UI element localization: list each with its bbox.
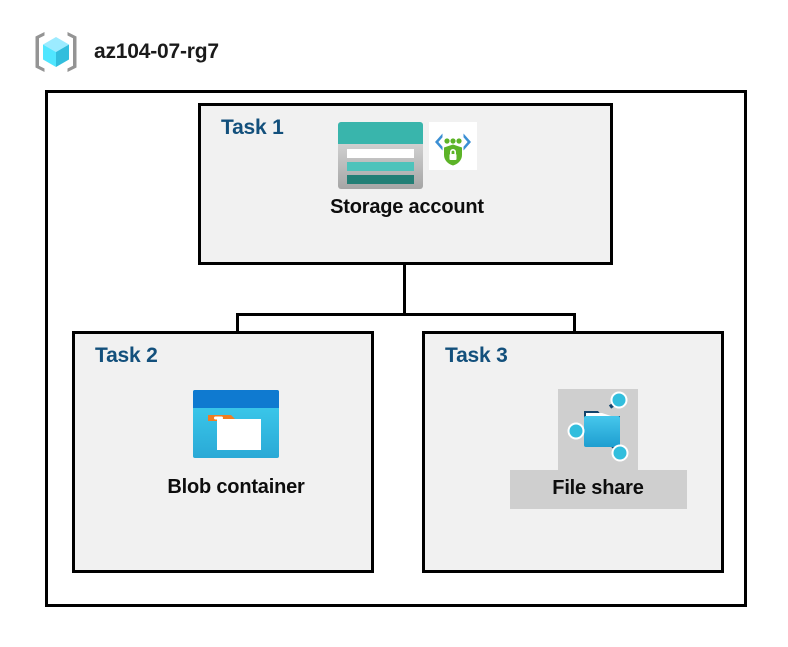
node-caption-blob-container: Blob container xyxy=(167,476,305,498)
storage-account-icon-row xyxy=(337,122,477,194)
node-file-share[interactable]: File share xyxy=(498,389,698,509)
storage-account-icon xyxy=(337,122,423,194)
connector-task1-stem xyxy=(403,265,406,316)
task-label-task3: Task 3 xyxy=(445,344,508,367)
task-label-task1: Task 1 xyxy=(221,116,284,139)
node-blob-container[interactable]: Blob container xyxy=(150,390,322,499)
file-share-icon xyxy=(562,391,634,468)
node-storage-account[interactable]: Storage account xyxy=(262,122,552,219)
resource-group-name: az104-07-rg7 xyxy=(94,40,219,63)
blob-container-icon xyxy=(193,390,279,463)
connector-branch-bar xyxy=(236,313,576,316)
task-label-task2: Task 2 xyxy=(95,344,158,367)
secure-code-shield-icon xyxy=(428,122,477,175)
resource-group-header: az104-07-rg7 xyxy=(32,28,219,76)
resource-group-boundary xyxy=(45,90,747,607)
file-share-icon-selection xyxy=(558,389,638,470)
node-caption-file-share: File share xyxy=(509,470,687,509)
resource-group-cube-icon xyxy=(32,28,80,76)
node-caption-storage-account: Storage account xyxy=(330,196,484,218)
